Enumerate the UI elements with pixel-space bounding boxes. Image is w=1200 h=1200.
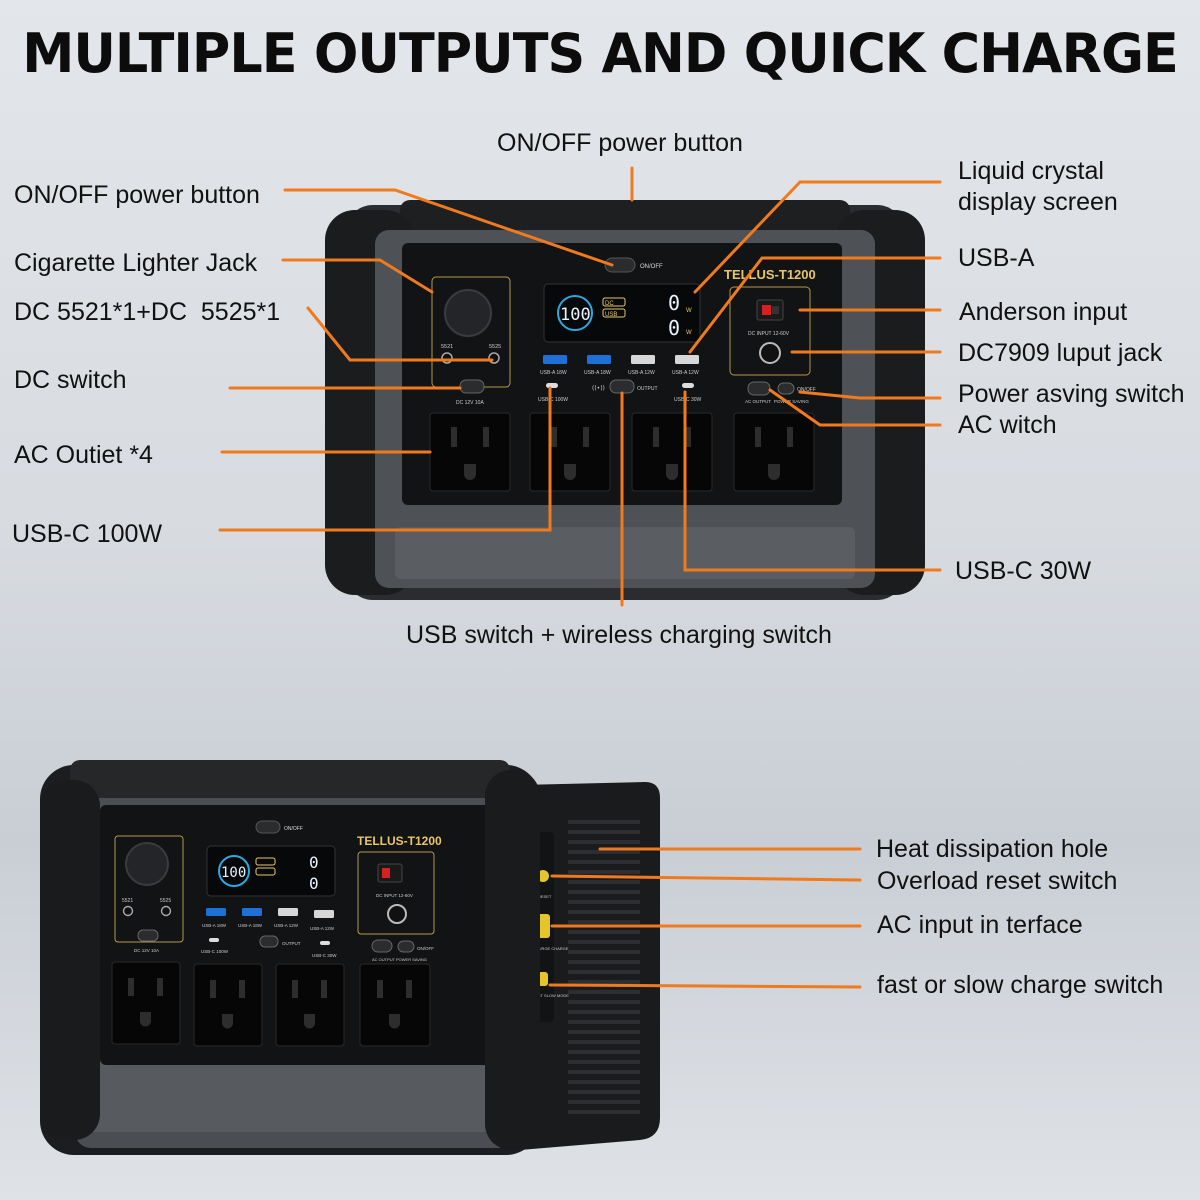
- label-lcd: Liquid crystal display screen: [958, 157, 1118, 217]
- heat-dissipation-grille: [568, 820, 640, 1114]
- usba-port-1[interactable]: [543, 355, 567, 364]
- label-ac-switch: AC witch: [958, 411, 1057, 439]
- dc-rating-tag: DC 12V 10A: [456, 400, 484, 406]
- side-reset-tag: RESET: [538, 894, 552, 899]
- ac-outlet[interactable]: [275, 963, 345, 1047]
- label-usb-wireless: USB switch + wireless charging switch: [406, 621, 832, 649]
- usba-port-3[interactable]: [631, 355, 655, 364]
- usbc-100-tag: USB-C 100W: [538, 397, 568, 403]
- svg-text:((•)): ((•)): [592, 385, 605, 392]
- power-saving-switch[interactable]: [777, 382, 795, 395]
- lcd-watts-bottom-angled: 0: [309, 874, 319, 893]
- output-tag: OUTPUT: [637, 386, 658, 392]
- side-surge-tag: SURGE CHARGE: [536, 946, 569, 951]
- onoff-button[interactable]: [604, 257, 636, 273]
- ac-outlets-angled: [111, 961, 431, 1047]
- lcd-watts-top-angled: 0: [309, 853, 319, 872]
- saving-onoff-tag-angled: ON/OFF: [417, 946, 434, 951]
- label-usba: USB-A: [958, 244, 1035, 272]
- ac-outlet[interactable]: [193, 963, 263, 1047]
- label-cigarette-jack: Cigarette Lighter Jack: [14, 249, 258, 277]
- lcd-dc-tag: DC: [605, 301, 614, 307]
- onoff-button-angled[interactable]: [255, 820, 281, 834]
- label-dc-switch: DC switch: [14, 366, 127, 394]
- dc-5525-tag-angled: 5525: [160, 898, 171, 904]
- usba-4-tag-angled: USB-A 12W: [310, 926, 335, 931]
- label-heat: Heat dissipation hole: [876, 835, 1109, 863]
- dc-5525-tag: 5525: [489, 344, 501, 350]
- dc-rating-tag-angled: DC 12V 10A: [134, 948, 159, 953]
- ac-output-tag-angled: AC OUTPUT: [372, 957, 396, 962]
- power-station-front-view: ON/OFF TELLUS-T1200 5521 5525 DC 12V 10A…: [325, 200, 925, 600]
- power-saving-tag: POWER SAVING: [774, 399, 809, 404]
- usbc-30-tag-angled: USB-C 30W: [312, 953, 337, 958]
- ac-outlet[interactable]: [359, 963, 431, 1047]
- dc-5521-tag: 5521: [441, 344, 453, 350]
- usba-port-4[interactable]: [675, 355, 699, 364]
- power-saving-tag-angled: POWER SAVING: [396, 957, 427, 962]
- lcd-unit-top: W: [686, 308, 692, 314]
- usbc-30w-port[interactable]: [682, 383, 694, 388]
- label-onoff-center: ON/OFF power button: [497, 129, 743, 157]
- model-name-angled: TELLUS-T1200: [357, 834, 442, 848]
- usba-port-2[interactable]: [587, 355, 611, 364]
- label-usbc-30w: USB-C 30W: [955, 557, 1092, 585]
- usbc-30-tag: USB-C 30W: [674, 397, 702, 403]
- label-ac-input: AC input in terface: [877, 911, 1083, 939]
- ac-output-tag: AC OUTPUT: [745, 399, 771, 404]
- usba-1-tag-angled: USB-A 18W: [202, 923, 227, 928]
- lcd-unit-bottom: W: [686, 330, 692, 336]
- usba-2-tag-angled: USB-A 18W: [238, 923, 263, 928]
- usba-1-tag: USB-A 18W: [540, 370, 567, 376]
- side-fast-tag: FAST SLOW MODE: [533, 993, 569, 998]
- label-anderson: Anderson input: [959, 298, 1128, 326]
- label-overload: Overload reset switch: [877, 867, 1118, 895]
- onoff-tag: ON/OFF: [640, 264, 663, 270]
- ac-outlet[interactable]: [429, 412, 511, 492]
- ac-outlet[interactable]: [111, 961, 181, 1045]
- lcd-percent-angled: 100: [221, 865, 246, 881]
- label-power-saving: Power asving switch: [958, 380, 1185, 408]
- lcd-watts-bottom: 0: [668, 316, 680, 340]
- label-ac-outlet: AC Outiet *4: [14, 441, 153, 469]
- dc-input-tag: DC INPUT 12-60V: [748, 331, 790, 337]
- usba-2-tag: USB-A 18W: [584, 370, 611, 376]
- fast-slow-charge-switch[interactable]: [538, 972, 548, 986]
- label-usbc-100w: USB-C 100W: [12, 520, 163, 548]
- dc7909-input-jack[interactable]: [759, 342, 781, 364]
- label-dc7909: DC7909 luput jack: [958, 339, 1163, 367]
- usbc-100-tag-angled: USB-C 100W: [201, 949, 229, 954]
- label-onoff-left: ON/OFF power button: [14, 181, 260, 209]
- usba-3-tag: USB-A 12W: [628, 370, 655, 376]
- dc-5521-tag-angled: 5521: [122, 898, 133, 904]
- usba-3-tag-angled: USB-A 12W: [274, 923, 299, 928]
- lcd-screen-angled: [206, 845, 336, 897]
- lcd-usb-tag: USB: [605, 312, 617, 318]
- label-dc-ports: DC 5521*1+DC 5525*1: [14, 298, 281, 326]
- lcd-watts-top: 0: [668, 291, 680, 315]
- label-fast-slow: fast or slow charge switch: [877, 971, 1164, 999]
- saving-onoff-tag: ON/OFF: [797, 387, 816, 393]
- lcd-percent: 100: [560, 305, 591, 325]
- usba-4-tag: USB-A 12W: [672, 370, 699, 376]
- ac-outlet[interactable]: [733, 412, 815, 492]
- ac-switch[interactable]: [747, 381, 771, 396]
- page-title: MULTIPLE OUTPUTS AND QUICK CHARGE: [22, 22, 1179, 85]
- cigarette-lighter-jack[interactable]: [444, 289, 492, 337]
- onoff-tag-angled: ON/OFF: [284, 826, 303, 832]
- output-tag-angled: OUTPUT: [282, 941, 301, 946]
- usbc-100w-port[interactable]: [546, 383, 558, 388]
- cigarette-lighter-jack-angled[interactable]: [125, 842, 169, 886]
- dc-input-tag-angled: DC INPUT 12-60V: [376, 893, 413, 898]
- ac-outlet[interactable]: [631, 412, 713, 492]
